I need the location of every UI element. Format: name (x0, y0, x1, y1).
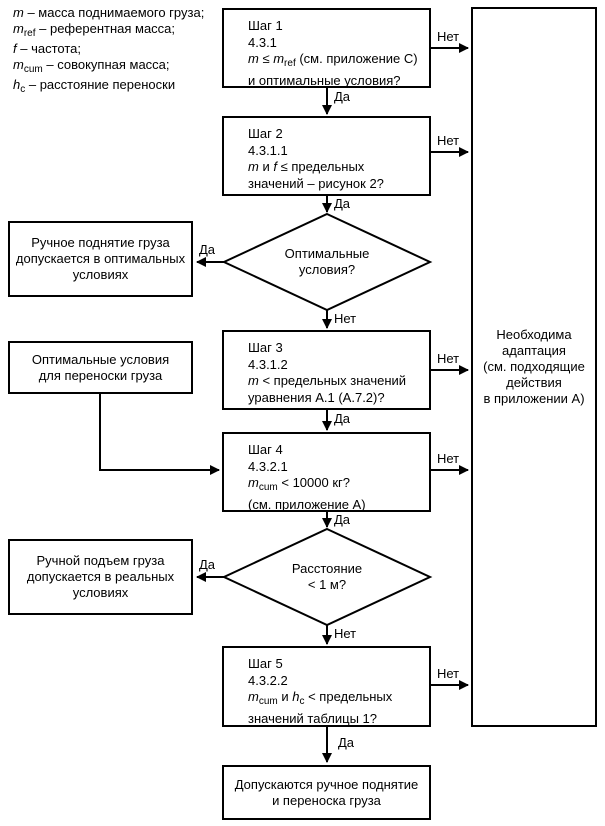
step-3-title: Шаг 3 (248, 340, 283, 355)
no-label: Нет (334, 626, 357, 641)
decision-distance-shape (221, 527, 433, 627)
decision-distance-label: Расстояние< 1 м? (291, 561, 363, 592)
no-label: Нет (437, 351, 460, 366)
yes-label: Да (199, 557, 216, 572)
step-2-clause: 4.3.1.1 (248, 142, 288, 158)
step-3-clause: 4.3.1.2 (248, 356, 288, 372)
yes-label: Да (334, 196, 351, 211)
yes-label: Да (338, 735, 355, 750)
no-label: Нет (334, 311, 357, 326)
yes-label: Да (334, 411, 351, 426)
step-5-clause: 4.3.2.2 (248, 672, 288, 688)
no-label: Нет (437, 666, 460, 681)
step-4-clause: 4.3.2.1 (248, 458, 288, 474)
yes-label: Да (334, 512, 351, 527)
step-1-condition: m ≤ mref (см. приложение C)и оптимальные… (248, 51, 418, 88)
step-1-title: Шаг 1 (248, 18, 283, 33)
yes-label: Да (199, 242, 216, 257)
yes-label: Да (334, 89, 351, 104)
decision-optimal-conditions-shape (221, 212, 433, 312)
connector-carry-conditions-step4 (99, 394, 220, 475)
no-label: Нет (437, 451, 460, 466)
step-4-condition: mcum < 10000 кг?(см. приложение А) (248, 475, 366, 512)
legend: m – масса поднимаемого груза;mref – рефе… (13, 5, 205, 95)
step-1-clause: 4.3.1 (248, 34, 277, 50)
no-label: Нет (437, 29, 460, 44)
step-1-box: Шаг 1 4.3.1 m ≤ mref (см. приложение C)и… (222, 8, 431, 88)
step-4-box: Шаг 4 4.3.2.1 mcum < 10000 кг?(см. прило… (222, 432, 431, 512)
step-4-title: Шаг 4 (248, 442, 283, 457)
step-2-title: Шаг 2 (248, 126, 283, 141)
no-label: Нет (437, 133, 460, 148)
step-5-title: Шаг 5 (248, 656, 283, 671)
